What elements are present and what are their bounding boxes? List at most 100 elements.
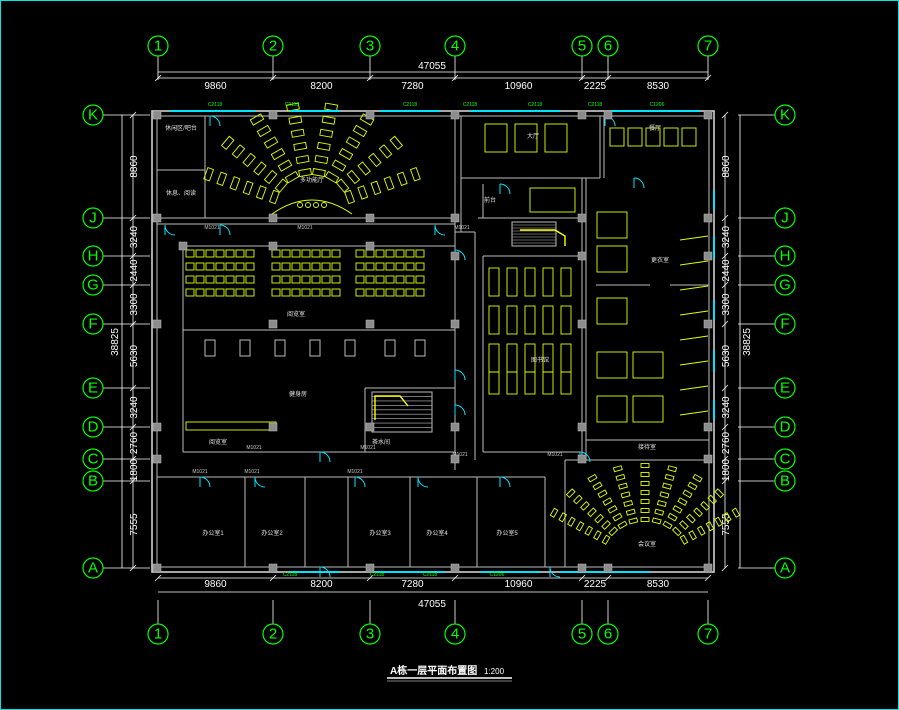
structural-column — [365, 241, 375, 251]
dim-segment-vertical: 5630 — [129, 344, 140, 367]
door-swing — [434, 224, 446, 236]
axis-bubble-row — [82, 207, 104, 229]
meeting-seat — [617, 520, 628, 530]
meeting-seat — [640, 517, 650, 522]
dim-tick — [721, 455, 729, 463]
reading-desk — [195, 275, 205, 284]
axis-label-col: 5 — [578, 38, 586, 55]
axis-label-col: 3 — [366, 626, 374, 643]
meeting-seat — [654, 508, 665, 516]
meeting-seat — [608, 526, 619, 537]
library-table — [560, 267, 572, 297]
window-tag: C1206 — [490, 572, 505, 578]
gym-equipment — [204, 339, 216, 357]
reading-desk — [375, 288, 385, 297]
structural-column — [268, 241, 278, 251]
library-table — [524, 305, 536, 335]
dim-tick — [604, 74, 612, 82]
meeting-seat — [607, 504, 618, 514]
window-tag: C2118 — [588, 102, 603, 108]
meeting-seat — [558, 512, 568, 523]
stage-chair — [321, 202, 327, 208]
reading-desk — [215, 262, 225, 271]
door-swing — [199, 476, 211, 488]
structural-column — [703, 213, 713, 223]
structural-column — [450, 110, 460, 120]
axis-label-col: 2 — [269, 38, 277, 55]
room-label-r2: 多功能厅 — [300, 176, 324, 184]
meeting-seat — [671, 526, 682, 537]
dim-total: 47055 — [418, 61, 446, 72]
structural-column — [365, 110, 375, 120]
reading-desk — [385, 262, 395, 271]
axis-label-col: 1 — [154, 626, 162, 643]
structural-column — [577, 251, 587, 261]
bench-row — [185, 421, 277, 431]
meeting-seat — [602, 497, 613, 506]
meeting-seat — [714, 516, 723, 527]
meeting-seat — [677, 497, 688, 506]
structural-column — [450, 454, 460, 464]
room-label-r9: 健身房 — [289, 390, 307, 398]
dim-tick — [451, 574, 459, 582]
dining-table — [632, 395, 664, 423]
reading-desk — [225, 288, 235, 297]
meeting-seat — [640, 463, 650, 468]
reading-desk — [395, 249, 405, 258]
structural-column — [450, 563, 460, 573]
structural-column — [152, 454, 162, 464]
axis-label-col: 7 — [704, 38, 712, 55]
axis-bubble-row — [774, 245, 796, 267]
door-swing — [579, 451, 591, 463]
axis-bubble-row — [82, 448, 104, 470]
axis-bubble-row — [82, 245, 104, 267]
library-table — [560, 371, 572, 395]
axis-bubble-col — [262, 35, 284, 57]
axis-bubble-row — [774, 274, 796, 296]
axis-bubble-col — [697, 35, 719, 57]
door-tag: M1021 — [246, 445, 262, 451]
dim-tick — [129, 455, 137, 463]
structural-column — [577, 563, 587, 573]
dining-booth — [681, 127, 697, 147]
counter-seat — [679, 310, 709, 316]
dim-segment-vertical: 2760 — [721, 431, 732, 454]
room-label-r16: 办公室2 — [261, 529, 283, 537]
auditorium-seat — [331, 159, 347, 172]
structural-column — [577, 454, 587, 464]
dim-segment: 2225 — [584, 579, 607, 590]
reading-desk — [195, 288, 205, 297]
counter-seat — [679, 260, 709, 266]
axis-label-col: 5 — [578, 626, 586, 643]
axis-label-row: A — [780, 560, 790, 577]
reading-desk — [205, 262, 215, 271]
dining-table — [596, 395, 628, 423]
library-table — [506, 343, 518, 373]
axis-label-row: C — [88, 451, 99, 468]
meeting-seat — [662, 520, 673, 530]
dim-segment-vertical: 7555 — [129, 513, 140, 536]
reading-desk — [225, 249, 235, 258]
auditorium-seat — [242, 180, 254, 196]
axis-label-col: 2 — [269, 626, 277, 643]
drawing-scale: 1:200 — [484, 667, 505, 676]
auditorium-seat — [242, 152, 256, 168]
window-tag: C2118 — [285, 102, 300, 108]
door-swing — [633, 177, 645, 189]
auditorium-seat — [293, 141, 308, 151]
dim-segment-vertical: 3300 — [129, 293, 140, 316]
meeting-seat — [664, 473, 675, 481]
dim-tick — [129, 214, 137, 222]
structural-column — [152, 110, 162, 120]
auditorium-seat — [383, 176, 395, 191]
auditorium-seat — [256, 124, 272, 138]
library-table — [488, 343, 500, 373]
library-table — [488, 305, 500, 335]
axis-bubble-row — [82, 104, 104, 126]
meeting-seat — [593, 530, 602, 541]
door-tag: M1021 — [244, 469, 260, 475]
structural-column — [178, 241, 188, 251]
meeting-seat — [731, 507, 741, 518]
lobby-seat — [544, 123, 568, 153]
